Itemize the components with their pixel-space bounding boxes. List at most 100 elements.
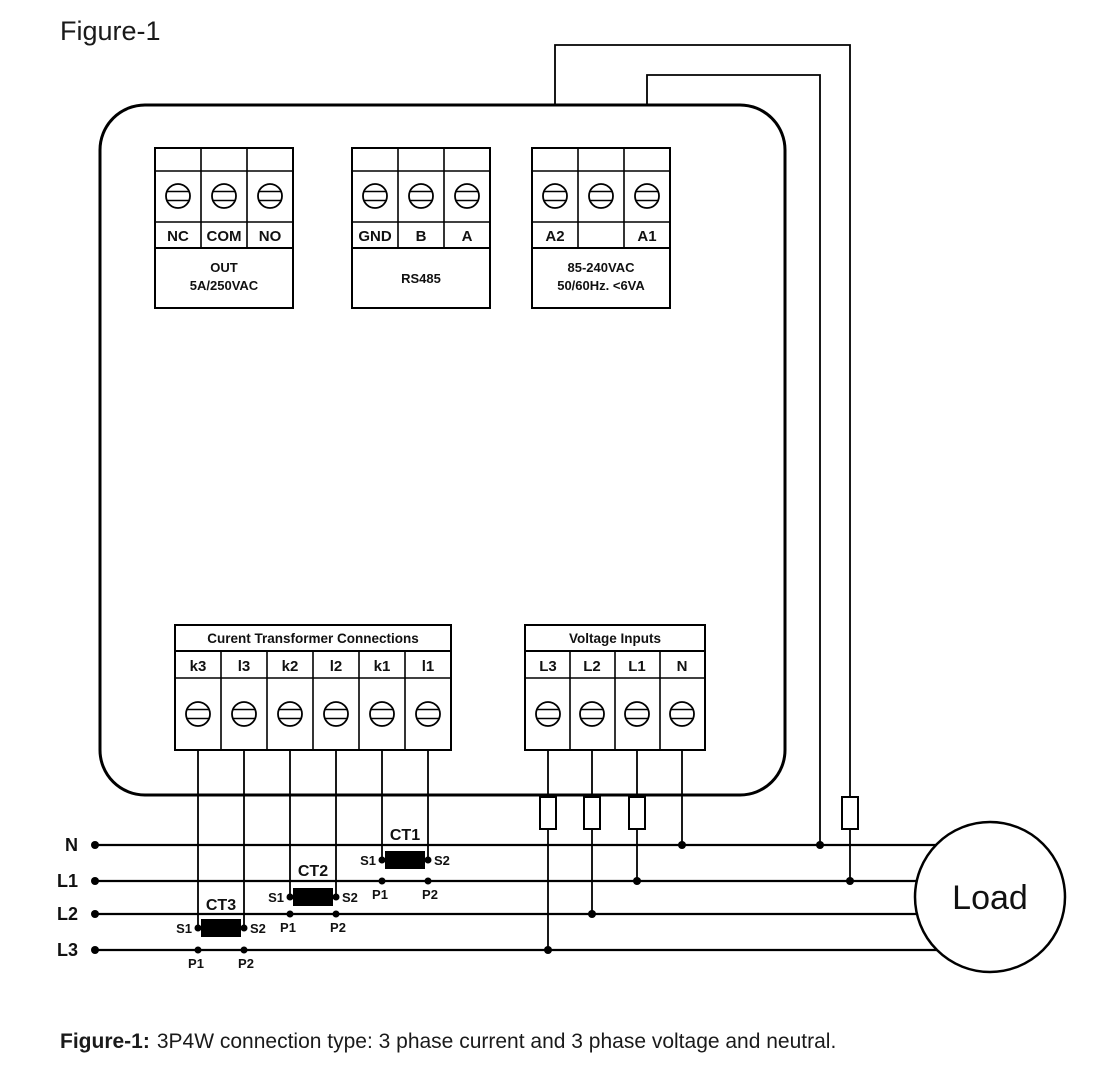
fuse-l3: [539, 796, 557, 830]
phase-label-l1: L1: [57, 871, 78, 891]
ct2-label: CT2: [298, 863, 328, 880]
power-supply-terminal-block: A2 A1 85-240VAC 50/60Hz. <6VA: [531, 147, 671, 309]
terminal-label-gnd: GND: [358, 228, 392, 245]
junction-n-input: [678, 841, 686, 849]
terminal-label-vl2: L2: [583, 658, 601, 675]
phase-label-l2: L2: [57, 904, 78, 924]
line-start-dot-l3: [91, 946, 99, 954]
fuse-l1: [628, 796, 646, 830]
junction-n-supply: [816, 841, 824, 849]
relay-caption-line1: OUT: [210, 260, 238, 275]
screw-terminal-icon: [323, 701, 349, 727]
ct3-p2-dot: [240, 946, 248, 954]
terminal-label-nc: NC: [167, 228, 189, 245]
figure-caption-rest: 3P4W connection type: 3 phase current an…: [157, 1030, 836, 1053]
terminal-label-a: A: [462, 228, 473, 245]
ct3: CT3 S1 S2 P1 P2: [176, 897, 266, 971]
ct1: CT1 S1 S2 P1 P2: [360, 827, 450, 902]
ct2-s2-dot: [332, 893, 340, 901]
load-circle: [913, 820, 1067, 974]
ct3-p2-label: P2: [238, 956, 254, 971]
ct3-s2-label: S2: [250, 921, 266, 936]
fuse-l2: [583, 796, 601, 830]
ct2-p1-dot: [286, 910, 294, 918]
phase-lines: N L1 L2 L3: [57, 835, 937, 960]
power-caption-box: [531, 247, 671, 309]
rs485-caption-box: [351, 247, 491, 309]
ct1-s1-dot: [378, 856, 386, 864]
ct1-s1-label: S1: [360, 853, 376, 868]
screw-terminal-icon: [542, 183, 568, 209]
ct2: CT2 S1 S2 P1 P2: [268, 863, 358, 935]
ct1-core: [385, 851, 425, 869]
ct3-p1-dot: [194, 946, 202, 954]
terminal-label-com: COM: [207, 228, 242, 245]
terminal-label-vn: N: [677, 658, 688, 675]
screw-terminal-icon: [165, 183, 191, 209]
junction-l1-supply: [846, 877, 854, 885]
screw-terminal-icon: [415, 701, 441, 727]
load: Load: [913, 820, 1067, 974]
ct3-s2-dot: [240, 924, 248, 932]
terminal-label-vl1: L1: [628, 658, 646, 675]
terminal-label-l1: l1: [422, 658, 435, 675]
rs485-terminal-block: GND B A RS485: [351, 147, 491, 309]
rs485-caption: RS485: [401, 271, 441, 286]
ct2-s1-label: S1: [268, 890, 284, 905]
ct2-s1-dot: [286, 893, 294, 901]
ct1-p2-dot: [424, 877, 432, 885]
power-caption-line1: 85-240VAC: [568, 260, 636, 275]
relay-caption-line2: 5A/250VAC: [190, 278, 259, 293]
ct-block-title: Curent Transformer Connections: [207, 631, 419, 646]
phase-label-l3: L3: [57, 940, 78, 960]
terminal-label-k1: k1: [374, 658, 391, 675]
figure-caption-bold: Figure-1:: [60, 1030, 150, 1053]
junction-l1-input: [633, 877, 641, 885]
fuse-supply: [841, 796, 859, 830]
ct2-s2-label: S2: [342, 890, 358, 905]
screw-terminal-icon: [185, 701, 211, 727]
ct3-p1-label: P1: [188, 956, 204, 971]
terminal-label-vl3: L3: [539, 658, 557, 675]
voltage-input-terminal-block: Voltage Inputs L3 L2 L1 N: [524, 624, 706, 751]
wire-supply-a2-to-l1: [554, 44, 851, 881]
ct1-p2-label: P2: [422, 887, 438, 902]
screw-terminal-icon: [624, 701, 650, 727]
ct-terminal-block: Curent Transformer Connections k3 l3 k2 …: [174, 624, 452, 751]
ct1-label: CT1: [390, 827, 420, 844]
screw-terminal-icon: [454, 183, 480, 209]
figure-caption: Figure-1: 3P4W connection type: 3 phase c…: [60, 1030, 836, 1053]
screw-terminal-icon: [408, 183, 434, 209]
terminal-label-a2: A2: [545, 228, 564, 245]
terminal-label-l3: l3: [238, 658, 251, 675]
screw-terminal-icon: [579, 701, 605, 727]
screw-terminal-icon: [362, 183, 388, 209]
terminal-label-k2: k2: [282, 658, 299, 675]
ct-secondary-wires: [197, 750, 429, 928]
ct1-s2-dot: [424, 856, 432, 864]
screw-terminal-icon: [369, 701, 395, 727]
screw-terminal-icon: [634, 183, 660, 209]
meter-outline: [98, 103, 787, 797]
ct2-p1-label: P1: [280, 920, 296, 935]
ct1-s2-label: S2: [434, 853, 450, 868]
figure-title: Figure-1: [60, 16, 161, 46]
line-start-dot-l1: [91, 877, 99, 885]
junction-dots: [544, 841, 854, 954]
fuses: [539, 796, 859, 830]
load-label: Load: [952, 879, 1028, 917]
screw-terminal-icon: [588, 183, 614, 209]
screw-terminal-icon: [535, 701, 561, 727]
power-caption-line2: 50/60Hz. <6VA: [557, 278, 645, 293]
ct3-label: CT3: [206, 897, 236, 914]
terminal-label-l2: l2: [330, 658, 343, 675]
voltage-block-title: Voltage Inputs: [569, 631, 661, 646]
ct1-p1-label: P1: [372, 887, 388, 902]
ct3-s1-dot: [194, 924, 202, 932]
supply-wires: [554, 44, 851, 881]
ct2-core: [293, 888, 333, 906]
ct1-p1-dot: [378, 877, 386, 885]
terminal-label-no: NO: [259, 228, 282, 245]
